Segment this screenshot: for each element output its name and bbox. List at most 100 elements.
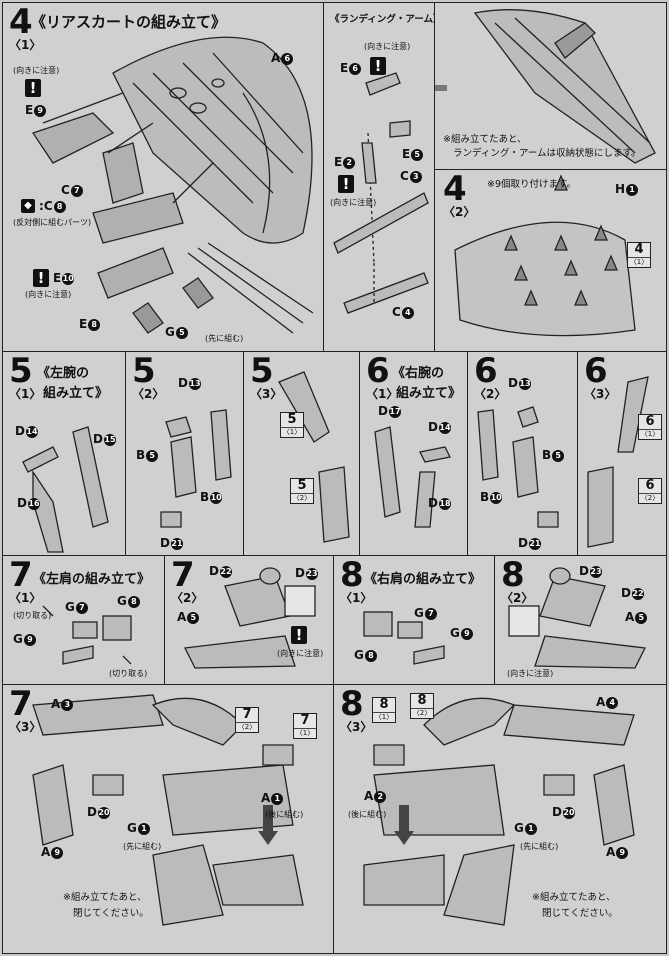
step-number: 4 — [9, 2, 33, 42]
step-title: 《右肩の組み立て》 — [364, 572, 482, 587]
warning-icon: ! — [291, 626, 307, 644]
part-label-d20: D20 — [552, 805, 575, 819]
part-label-d13: D13 — [178, 376, 201, 390]
caution-note: (向きに注意) — [277, 649, 324, 658]
part-label-d22: D22 — [621, 586, 644, 600]
part-label-e10: E10 — [53, 271, 75, 285]
landing-arm-title: 《ランディング・アーム》 — [330, 14, 435, 25]
step-substep: 〈2〉 — [443, 205, 476, 219]
landing-result-panel: ※組み立てたあと、 ランディング・アームは収納状態にします。 — [434, 2, 667, 170]
cut-note: (切り取る) — [109, 669, 148, 678]
step-number: 6 — [366, 351, 390, 391]
step-substep: 〈3〉 — [340, 720, 373, 734]
first-assemble-note: (先に組む) — [205, 334, 244, 343]
step-reference: 6〈2〉 — [638, 478, 662, 504]
part-label-d16: D16 — [17, 496, 40, 510]
step-number: 5 — [132, 351, 156, 391]
step-substep: 〈2〉 — [132, 387, 165, 401]
part-label-d22: D22 — [209, 564, 232, 578]
step-reference: 8〈2〉 — [410, 693, 434, 719]
step-title-line2: 組み立て》 — [396, 386, 462, 401]
part-label-d15: D15 — [93, 432, 116, 446]
step-substep: 〈3〉 — [9, 720, 42, 734]
part-label-d21: D21 — [518, 536, 541, 550]
step-number: 8 — [340, 684, 364, 724]
cone-parts-drawing — [454, 174, 636, 337]
landing-arm-drawing — [333, 72, 429, 314]
step-substep: 〈1〉 — [9, 591, 42, 605]
after-assemble-note: (後に組む) — [348, 810, 387, 819]
step-6-1-panel: 6 〈1〉 《右腕の 組み立て》 D17 D14 D18 — [359, 351, 468, 556]
caution-note: (向きに注意) — [25, 290, 72, 299]
step-reference: 7〈2〉 — [235, 707, 259, 733]
step-number: 7 — [171, 555, 195, 595]
step-substep: 〈1〉 — [9, 387, 42, 401]
part-label-b10: B10 — [200, 490, 223, 504]
step-substep: 〈1〉 — [340, 591, 373, 605]
step-6-3-panel: 6 〈3〉 6〈1〉 6〈2〉 — [577, 351, 667, 556]
close-note-line2: 閉じてください。 — [73, 908, 149, 919]
step-number: 8 — [340, 555, 364, 595]
part-label-d21: D21 — [160, 536, 183, 550]
warning-icon: ! — [25, 79, 41, 97]
part-label-d14: D14 — [428, 420, 451, 434]
first-assemble-note: (先に組む) — [123, 842, 162, 851]
step-reference: 5〈2〉 — [290, 478, 314, 504]
part-label-d13: D13 — [508, 376, 531, 390]
step-substep: 〈3〉 — [250, 387, 283, 401]
close-note-line2: 閉じてください。 — [542, 908, 618, 919]
step-title-line2: 組み立て》 — [43, 386, 109, 401]
step-number: 4 — [443, 169, 467, 209]
step-substep: 〈2〉 — [171, 591, 204, 605]
caution-note: (向きに注意) — [364, 42, 411, 51]
caution-note: (向きに注意) — [330, 198, 377, 207]
step-reference: 7〈1〉 — [293, 713, 317, 739]
step-number: 8 — [501, 555, 525, 595]
step-reference: 8〈1〉 — [372, 697, 396, 723]
step-number: 5 — [9, 351, 33, 391]
warning-icon: ! — [370, 57, 386, 75]
part-label-d18: D18 — [428, 496, 451, 510]
step-title: 《左腕の — [37, 366, 90, 381]
step-number: 5 — [250, 351, 274, 391]
step-substep: 〈1〉 — [366, 387, 399, 401]
first-assemble-note: (先に組む) — [520, 842, 559, 851]
caution-note: (向きに注意) — [507, 669, 554, 678]
step-reference: 4〈1〉 — [627, 242, 651, 268]
part-label-d17: D17 — [378, 404, 401, 418]
step-title: 《左肩の組み立て》 — [33, 572, 151, 587]
close-note-line1: ※組み立てたあと、 — [532, 892, 616, 903]
step-number: 7 — [9, 684, 33, 724]
rear-skirt-drawing — [31, 36, 314, 334]
step-substep: 〈1〉 — [9, 38, 42, 52]
